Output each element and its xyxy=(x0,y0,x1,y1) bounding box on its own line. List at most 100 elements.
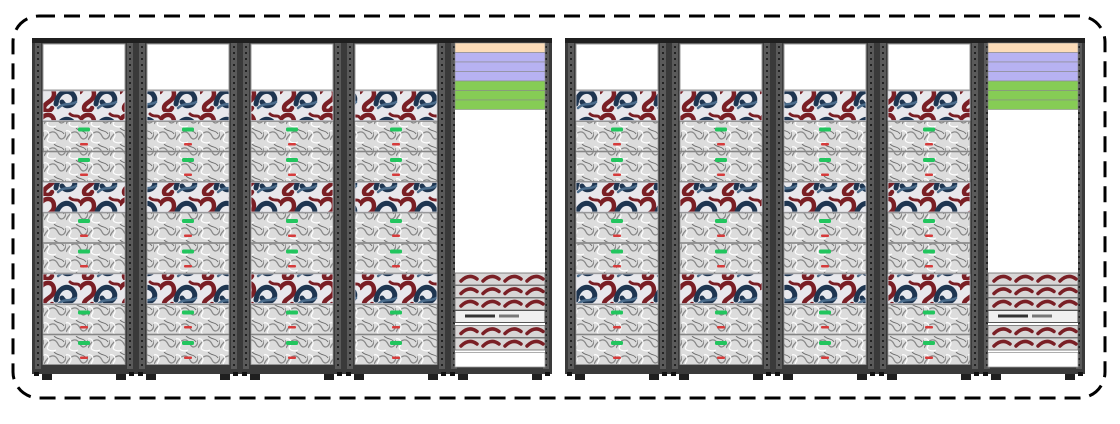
network-rack xyxy=(981,38,1085,380)
status-led-green xyxy=(286,341,298,345)
rail-hole xyxy=(882,328,884,330)
rail-hole xyxy=(545,148,547,150)
rail-hole xyxy=(37,166,39,168)
rail-hole xyxy=(986,154,988,156)
rail-hole xyxy=(545,160,547,162)
cpu-chassis-border xyxy=(250,182,334,213)
rack-top-cap xyxy=(877,38,981,43)
rail-hole xyxy=(662,268,664,270)
rack-rail-left xyxy=(568,43,574,369)
rail-hole xyxy=(778,46,780,48)
rail-hole xyxy=(974,274,976,276)
rail-hole xyxy=(337,130,339,132)
rail-hole xyxy=(674,100,676,102)
status-led-green xyxy=(923,249,935,254)
cpu-chassis xyxy=(147,274,229,304)
status-led-green xyxy=(611,310,623,315)
rail-hole xyxy=(778,322,780,324)
rail-hole xyxy=(974,124,976,126)
cpu-chassis-border xyxy=(42,90,126,121)
rail-hole xyxy=(882,76,884,78)
rail-hole xyxy=(37,106,39,108)
rail-hole xyxy=(1078,238,1080,240)
rail-hole xyxy=(245,70,247,72)
server-bezel-stripe xyxy=(459,327,479,336)
rail-hole xyxy=(870,316,872,318)
rail-hole xyxy=(766,238,768,240)
storage-node-border xyxy=(42,243,126,274)
rail-hole xyxy=(778,268,780,270)
rail-hole xyxy=(233,358,235,360)
rail-hole xyxy=(441,232,443,234)
rail-hole xyxy=(766,70,768,72)
rail-hole xyxy=(141,82,143,84)
rail-hole xyxy=(766,46,768,48)
rail-hole xyxy=(870,244,872,246)
status-led-green xyxy=(923,158,935,162)
rail-hole xyxy=(1078,346,1080,348)
rail-hole xyxy=(337,124,339,126)
rail-hole xyxy=(441,238,443,240)
rail-hole xyxy=(129,214,131,216)
rail-hole xyxy=(986,352,988,354)
rail-hole xyxy=(349,166,351,168)
rack-top-cap xyxy=(773,38,877,43)
cpu-chassis xyxy=(888,91,970,121)
rail-hole xyxy=(662,178,664,180)
rail-hole xyxy=(453,106,455,108)
rail-hole xyxy=(674,142,676,144)
status-led-green xyxy=(819,310,831,315)
cpu-chassis xyxy=(43,182,125,212)
status-led-green xyxy=(819,158,831,162)
rail-hole xyxy=(778,262,780,264)
rail-hole xyxy=(778,208,780,210)
rail-hole xyxy=(674,76,676,78)
rail-hole xyxy=(674,130,676,132)
rail-hole xyxy=(441,268,443,270)
rail-hole xyxy=(766,208,768,210)
rail-hole xyxy=(778,214,780,216)
rail-hole xyxy=(662,202,664,204)
rack-foot xyxy=(649,374,659,380)
rail-hole xyxy=(129,160,131,162)
rail-hole xyxy=(141,274,143,276)
rail-hole xyxy=(545,352,547,354)
rail-hole xyxy=(986,292,988,294)
rail-hole xyxy=(870,124,872,126)
rail-hole xyxy=(1078,136,1080,138)
rail-hole xyxy=(986,76,988,78)
rail-hole xyxy=(37,88,39,90)
rail-hole xyxy=(233,94,235,96)
rail-hole xyxy=(441,322,443,324)
switch xyxy=(987,71,1079,82)
rail-hole xyxy=(349,208,351,210)
rail-hole xyxy=(141,46,143,48)
rail-hole xyxy=(141,208,143,210)
rail-hole xyxy=(441,46,443,48)
cpu-chassis-border xyxy=(146,182,230,213)
empty-rack-space xyxy=(987,352,1079,368)
rail-hole xyxy=(337,364,339,366)
rack-top-cap xyxy=(448,38,552,43)
rail-hole xyxy=(453,142,455,144)
storage-node-border xyxy=(887,212,971,243)
storage-node xyxy=(43,152,125,182)
rail-hole xyxy=(570,196,572,198)
rail-hole xyxy=(570,322,572,324)
status-led-green xyxy=(923,310,935,315)
rail-hole xyxy=(662,88,664,90)
rail-hole xyxy=(662,82,664,84)
rail-hole xyxy=(337,190,339,192)
storage-node-border xyxy=(146,151,230,182)
mgmt-switch xyxy=(454,99,546,110)
rail-hole xyxy=(662,316,664,318)
rail-hole xyxy=(141,100,143,102)
rail-hole xyxy=(882,316,884,318)
status-led-red xyxy=(392,234,400,237)
rail-hole xyxy=(662,136,664,138)
status-led-red xyxy=(925,326,933,329)
rail-hole xyxy=(337,46,339,48)
rail-hole xyxy=(245,268,247,270)
rail-hole xyxy=(778,148,780,150)
rail-hole xyxy=(37,346,39,348)
